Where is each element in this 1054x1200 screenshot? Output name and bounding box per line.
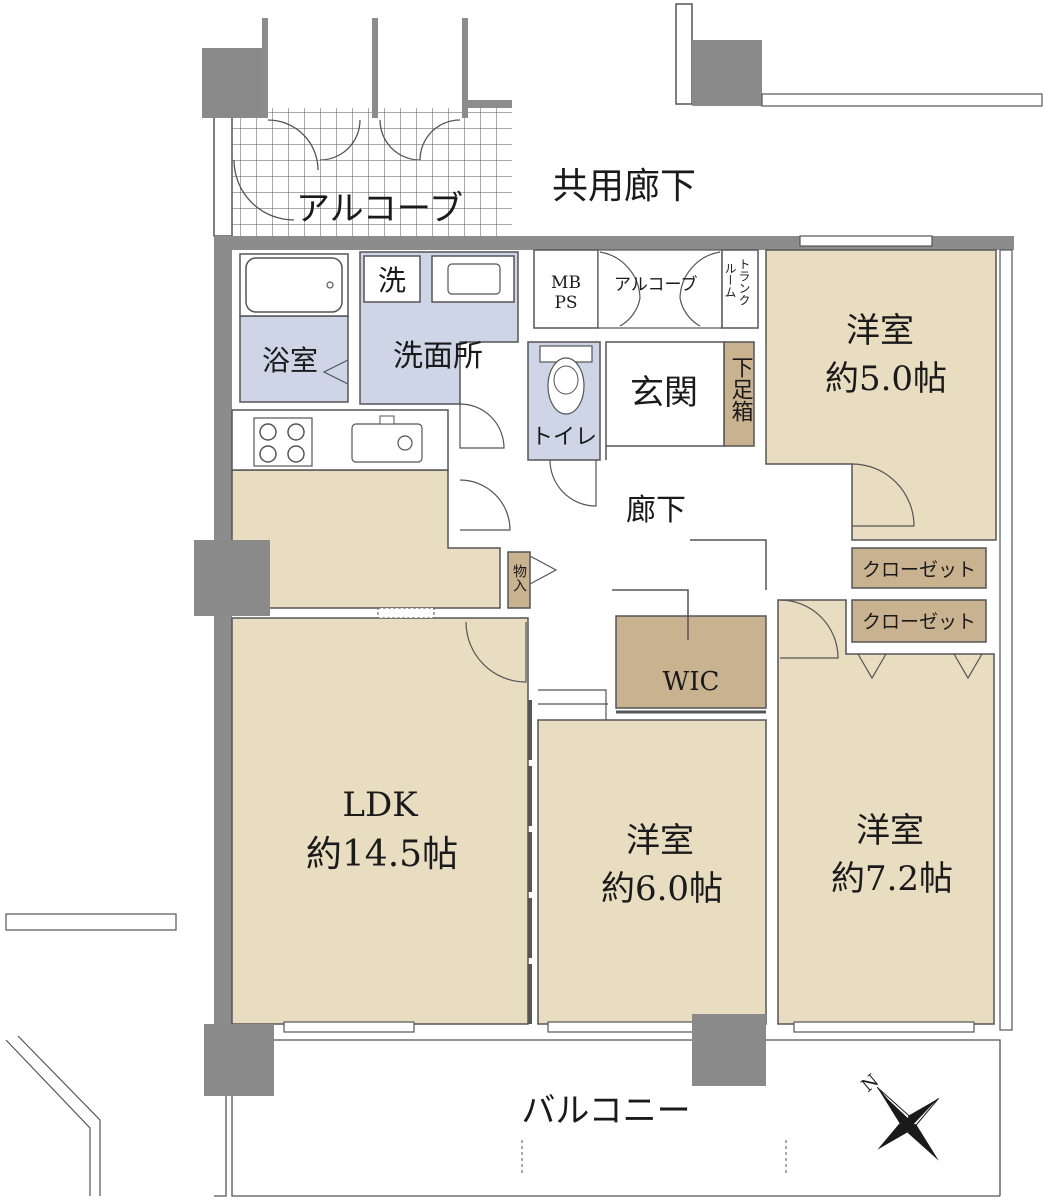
room-yoshitsu-east [777,599,995,1025]
room-yoshitsu-ne [765,249,997,541]
trunk-room [721,249,759,329]
label-entry-alcove: アルコーブ [614,274,697,295]
entry-door-arc-1 [599,251,641,299]
label-trunk-1: トランク [737,258,751,306]
label-yoshitsu-ne-size: 約5.0帖 [825,359,947,399]
toilet-door [549,459,597,507]
wall-upper-2 [372,18,378,118]
bathtub [245,257,343,313]
alcove-door-arc-2 [319,119,361,161]
label-north: N [858,1070,884,1096]
label-storage: 物入 [511,564,527,592]
bathtub-drain [326,281,334,289]
washroom-door [459,403,505,449]
room-kitchen [231,469,501,609]
column-bottom-left [204,1024,274,1096]
alcove-side-frame [213,107,233,237]
label-ldk-title: LDK [342,785,418,825]
room-genkan [605,341,725,447]
room-wic [615,615,767,709]
kitchen-door [459,479,511,531]
column-left [194,540,270,616]
entry-alcove [597,249,723,329]
label-ldk-size: 約14.5帖 [306,834,458,875]
room-yoshitsu-mid [537,719,767,1025]
stove-icon [253,417,313,467]
column-top-left [202,48,262,118]
ldk-door [465,621,527,683]
label-toilet: トイレ [531,425,597,450]
label-genkan: 玄関 [630,373,698,413]
toilet-seat [553,365,579,395]
alcove-door-arc-3 [379,119,421,161]
label-yoshitsu-mid-size: 約6.0帖 [601,869,723,909]
alcove-door-arc-4 [419,119,461,161]
balcony [5,1035,1001,1197]
label-yoshitsu-mid-title: 洋室 [626,821,694,861]
storage-closet [507,551,531,609]
alcove-tile-floor [232,108,512,236]
label-ps: PS [554,293,577,313]
wall-upper-3 [462,18,468,118]
closet-door-mark-2 [953,653,983,680]
yoshitsu-e-door [779,599,839,659]
label-trunk-2: ルーム [723,262,737,298]
label-yoshitsu-e-size: 約7.2帖 [831,859,953,899]
yoshitsu-ne-door [851,463,915,527]
column-bottom-mid [692,1014,766,1086]
label-yoshitsu-ne-title: 洋室 [846,311,914,351]
label-washer: 洗 [378,264,406,297]
kitchen-sink-icon [351,415,423,463]
closet-2 [851,599,987,643]
storage-door-mark [529,555,558,585]
closet-1 [851,547,987,589]
label-closet-2: クローゼット [862,611,976,633]
label-hallway: 廊下 [626,493,686,528]
label-mb: MB [551,273,581,293]
closet-door-mark-1 [857,653,887,680]
alcove-door-arc-5 [233,159,295,221]
windows [5,235,975,1033]
alcove-door-arc-1 [267,119,319,171]
label-shoe-box: 下足箱 [728,356,754,422]
upper-right-structure [675,3,1043,107]
label-bath: 浴室 [262,344,318,377]
bath-door-mark [322,359,349,385]
vanity-sink [447,263,501,295]
label-yoshitsu-e-title: 洋室 [856,811,924,851]
entry-door-arc-2 [679,251,721,299]
label-wic: WIC [663,667,720,697]
alcove-area [202,18,512,237]
compass-icon [876,1086,940,1161]
wall-upper-1 [262,18,268,118]
label-balcony: バルコニー [521,1091,690,1131]
wall-upper-4 [468,100,512,108]
mbps [533,249,599,329]
label-alcove: アルコーブ [296,189,463,229]
label-kyoyo-roka: 共用廊下 [552,166,696,207]
shoe-box [723,341,755,447]
room-bath [239,315,349,403]
label-washroom: 洗面所 [393,339,483,374]
washer-space [363,255,421,303]
label-closet-1: クローゼット [862,559,976,581]
